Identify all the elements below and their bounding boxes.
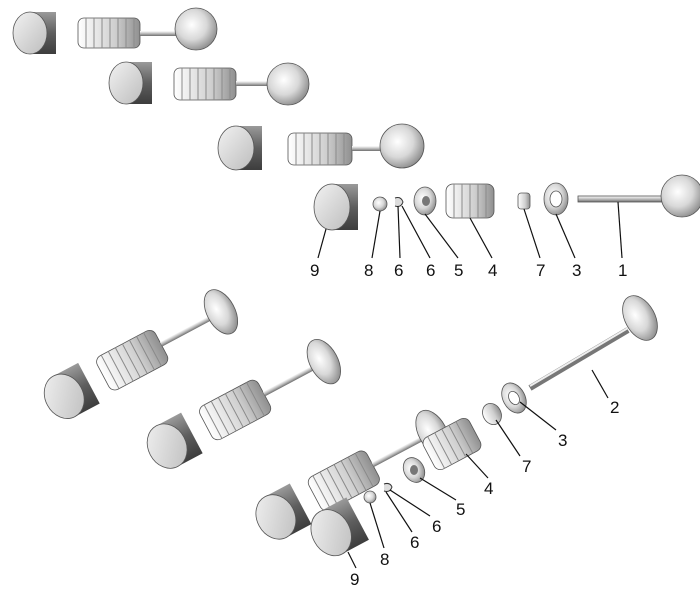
- callout-top-tappet: 9: [310, 261, 319, 280]
- valve-top: [577, 174, 700, 218]
- tappet-top: [313, 183, 358, 231]
- assembly-diag-1: [43, 289, 239, 419]
- callout-top-spring: 4: [488, 261, 497, 280]
- callout-top-washer: 3: [572, 261, 581, 280]
- cap-top: [372, 196, 388, 212]
- collet-top: [394, 197, 404, 207]
- valve-bottom: [528, 295, 658, 391]
- callout-top-cap: 8: [364, 261, 373, 280]
- callout-bottom-spring: 4: [484, 479, 493, 498]
- exploded-bottom: [310, 295, 658, 557]
- callout-bottom-cap: 8: [380, 550, 389, 569]
- assembly-row-1: [12, 7, 218, 55]
- spring-bottom: [422, 417, 482, 471]
- callout-bottom-retainer: 5: [456, 500, 465, 519]
- assembly-row-2: [108, 61, 310, 106]
- spring-top: [445, 183, 495, 219]
- washer-top: [543, 182, 569, 216]
- collet-bottom: [383, 482, 393, 492]
- callout-top-collet-right: 6: [426, 261, 435, 280]
- tappet-bottom: [310, 497, 369, 557]
- callout-bottom-valve: 2: [610, 398, 619, 417]
- retainer-bottom: [402, 457, 426, 483]
- callout-bottom-spring-seat: 7: [522, 457, 531, 476]
- callout-bottom-tappet: 9: [350, 570, 359, 589]
- spring-seat-top: [517, 192, 531, 210]
- leaders-bottom: [347, 369, 609, 569]
- callout-top-retainer: 5: [454, 261, 463, 280]
- callout-bottom-collet-right: 6: [432, 517, 441, 536]
- callout-top-valve: 1: [618, 261, 627, 280]
- callout-bottom-collet-left: 6: [410, 533, 419, 552]
- callout-top-collet-left: 6: [394, 261, 403, 280]
- leaders-top: [317, 201, 623, 259]
- callout-bottom-washer: 3: [558, 431, 567, 450]
- cap-bottom: [363, 490, 377, 504]
- washer-bottom: [501, 382, 527, 414]
- assembly-diag-3: [255, 409, 450, 540]
- assembly-row-3: [217, 123, 425, 171]
- assembly-diag-2: [146, 339, 341, 469]
- exploded-top: [313, 174, 700, 231]
- retainer-top: [413, 186, 437, 216]
- callout-top-spring-seat: 7: [536, 261, 545, 280]
- spring-seat-bottom: [482, 403, 502, 425]
